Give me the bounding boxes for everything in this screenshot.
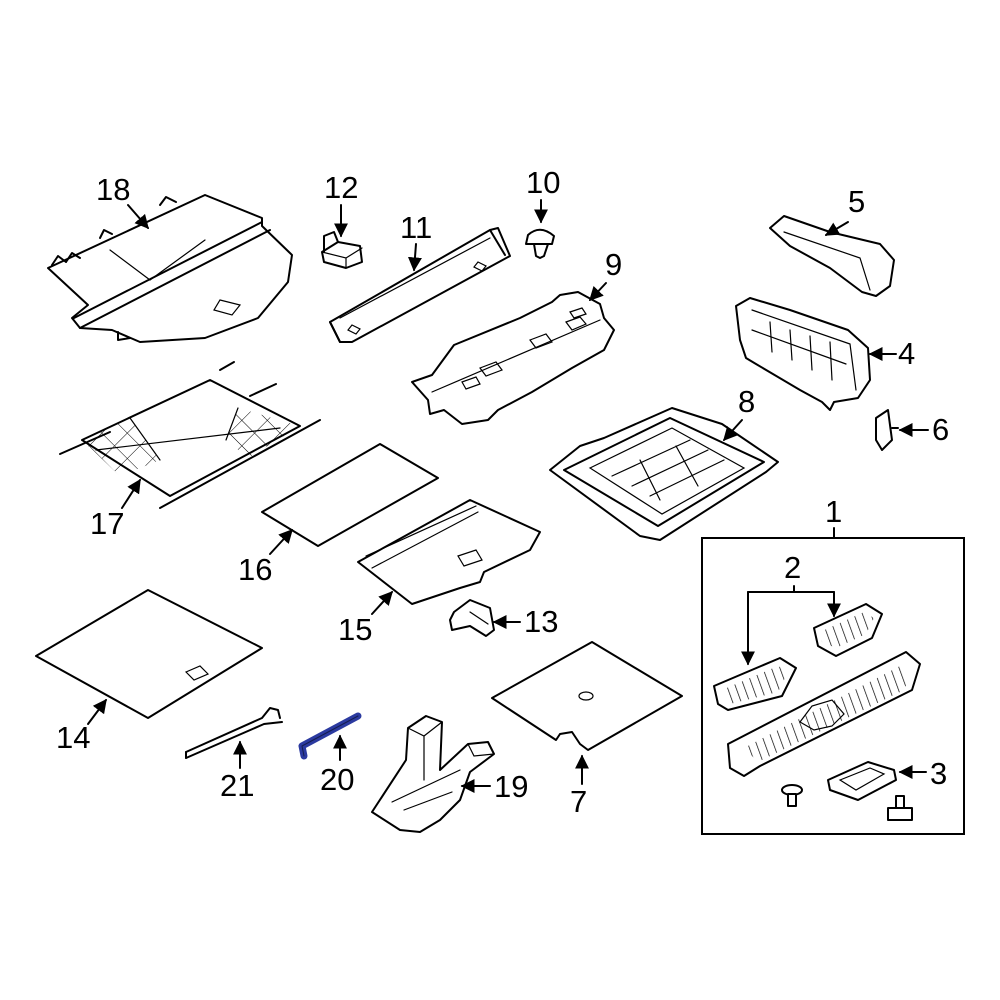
fastener-bolt-right <box>887 795 913 821</box>
callout-6-number: 6 <box>932 412 949 447</box>
callout-20: 20 <box>320 734 354 797</box>
callout-11: 11 <box>400 210 432 272</box>
callout-16: 16 <box>238 528 293 587</box>
callout-3-number: 3 <box>930 756 947 791</box>
callout-11-number: 11 <box>400 210 432 245</box>
part-19-scissor-jack[interactable] <box>371 715 495 833</box>
callout-6: 6 <box>898 412 949 447</box>
callout-2: 2 <box>741 550 841 666</box>
assembly-1-box: 1 <box>701 494 965 835</box>
callout-7: 7 <box>570 754 589 819</box>
part-8-storage-tray[interactable] <box>549 407 779 541</box>
part-10-push-clip[interactable] <box>525 228 555 259</box>
callout-15-number: 15 <box>338 612 372 647</box>
part-18-cargo-cover[interactable] <box>47 194 293 343</box>
part-1-sill-plate[interactable] <box>727 651 921 777</box>
callout-10-number: 10 <box>526 165 560 200</box>
callout-17: 17 <box>90 478 141 541</box>
callout-10: 10 <box>526 165 560 224</box>
callout-13-number: 13 <box>524 604 558 639</box>
callout-20-number: 20 <box>320 762 354 797</box>
callout-2-number: 2 <box>784 550 801 585</box>
part-3-access-cover[interactable] <box>827 761 897 801</box>
callout-21: 21 <box>220 740 254 803</box>
part-6-clip[interactable] <box>875 409 899 451</box>
part-9-floor-panel[interactable] <box>411 291 615 425</box>
part-14-cargo-mat[interactable] <box>35 589 263 719</box>
part-13-bracket[interactable] <box>449 599 495 637</box>
callout-5-number: 5 <box>848 184 865 219</box>
callout-14-number: 14 <box>56 720 90 755</box>
callout-8-number: 8 <box>738 384 755 419</box>
part-11-trim-panel[interactable] <box>329 227 511 343</box>
callout-1-number: 1 <box>825 494 842 529</box>
part-7-floor-cover[interactable] <box>491 641 683 751</box>
callout-19-number: 19 <box>494 769 528 804</box>
callout-9: 9 <box>589 247 622 302</box>
callout-18: 18 <box>96 172 149 230</box>
callout-12-number: 12 <box>324 170 358 205</box>
part-5-side-trim[interactable] <box>769 215 895 297</box>
part-4-storage-bin[interactable] <box>735 297 871 411</box>
fastener-screw-left <box>781 784 803 807</box>
callout-14: 14 <box>56 698 107 755</box>
callout-5: 5 <box>824 184 865 236</box>
part-15-floor-board[interactable] <box>357 499 541 605</box>
part-2-scuff-plates[interactable] <box>713 603 883 711</box>
callout-12: 12 <box>324 170 358 238</box>
part-16-floor-mat[interactable] <box>261 443 439 547</box>
callout-17-number: 17 <box>90 506 124 541</box>
part-17-cargo-net[interactable] <box>59 361 321 509</box>
callout-7-number: 7 <box>570 784 587 819</box>
callout-21-number: 21 <box>220 768 254 803</box>
callout-13: 13 <box>492 604 558 639</box>
callout-15: 15 <box>338 590 393 647</box>
part-12-clip[interactable] <box>321 231 363 269</box>
part-21-jack-handle[interactable] <box>185 707 283 759</box>
callout-4: 4 <box>868 336 915 371</box>
callout-4-number: 4 <box>898 336 915 371</box>
callout-16-number: 16 <box>238 552 272 587</box>
callout-18-number: 18 <box>96 172 130 207</box>
callout-3: 3 <box>898 756 947 791</box>
callout-9-number: 9 <box>605 247 622 282</box>
part-20-wrench-highlighted[interactable] <box>298 712 362 760</box>
callout-8: 8 <box>723 384 755 442</box>
callout-19: 19 <box>460 769 528 804</box>
